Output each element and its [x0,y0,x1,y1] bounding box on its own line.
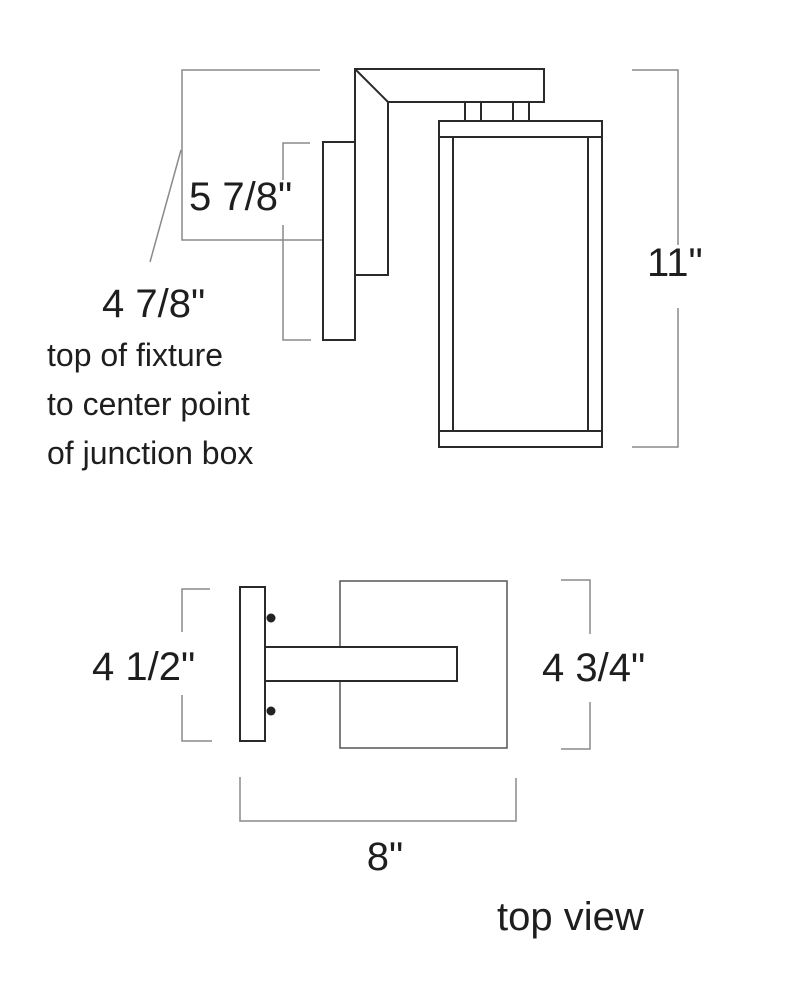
arm-top [264,646,458,682]
backplate-width-bracket-top [181,588,210,632]
connector-left [464,101,482,122]
extension-bracket [239,777,517,822]
junction-leader-line [149,149,182,263]
height-bracket-bottom [632,308,679,448]
backplate [322,141,356,341]
connector-right [512,101,530,122]
backplate-width-bracket-bottom [181,695,212,742]
junction-note-line-3: of junction box [47,435,253,471]
side-view: 5 7/8" 11" 4 7/8" top of fixture to cent… [47,68,703,471]
lantern-width-bracket-top [561,579,591,634]
junction-offset-label: 4 7/8" [102,282,205,326]
screw-icon [266,613,276,623]
backplate-bracket-bottom [282,225,311,341]
lantern [438,120,603,448]
backplate-top [239,586,266,742]
backplate-bracket-top [282,142,310,180]
backplate-width-label: 4 1/2" [92,645,195,689]
junction-note-line-1: top of fixture [47,337,223,373]
top-view-caption: top view [497,895,644,939]
junction-dimension-bracket [181,69,323,241]
junction-note-line-2: to center point [47,386,250,422]
fixture-height-label: 11" [647,241,703,285]
lantern-width-bracket-bottom [561,702,591,750]
extension-label: 8" [367,835,403,879]
arm [354,68,545,276]
screw-icon [266,706,276,716]
backplate-height-label: 5 7/8" [189,175,292,219]
top-view: 4 1/2" 4 3/4" 8" top view [92,579,645,939]
height-bracket-top [632,69,679,245]
lantern-width-label: 4 3/4" [542,646,645,690]
